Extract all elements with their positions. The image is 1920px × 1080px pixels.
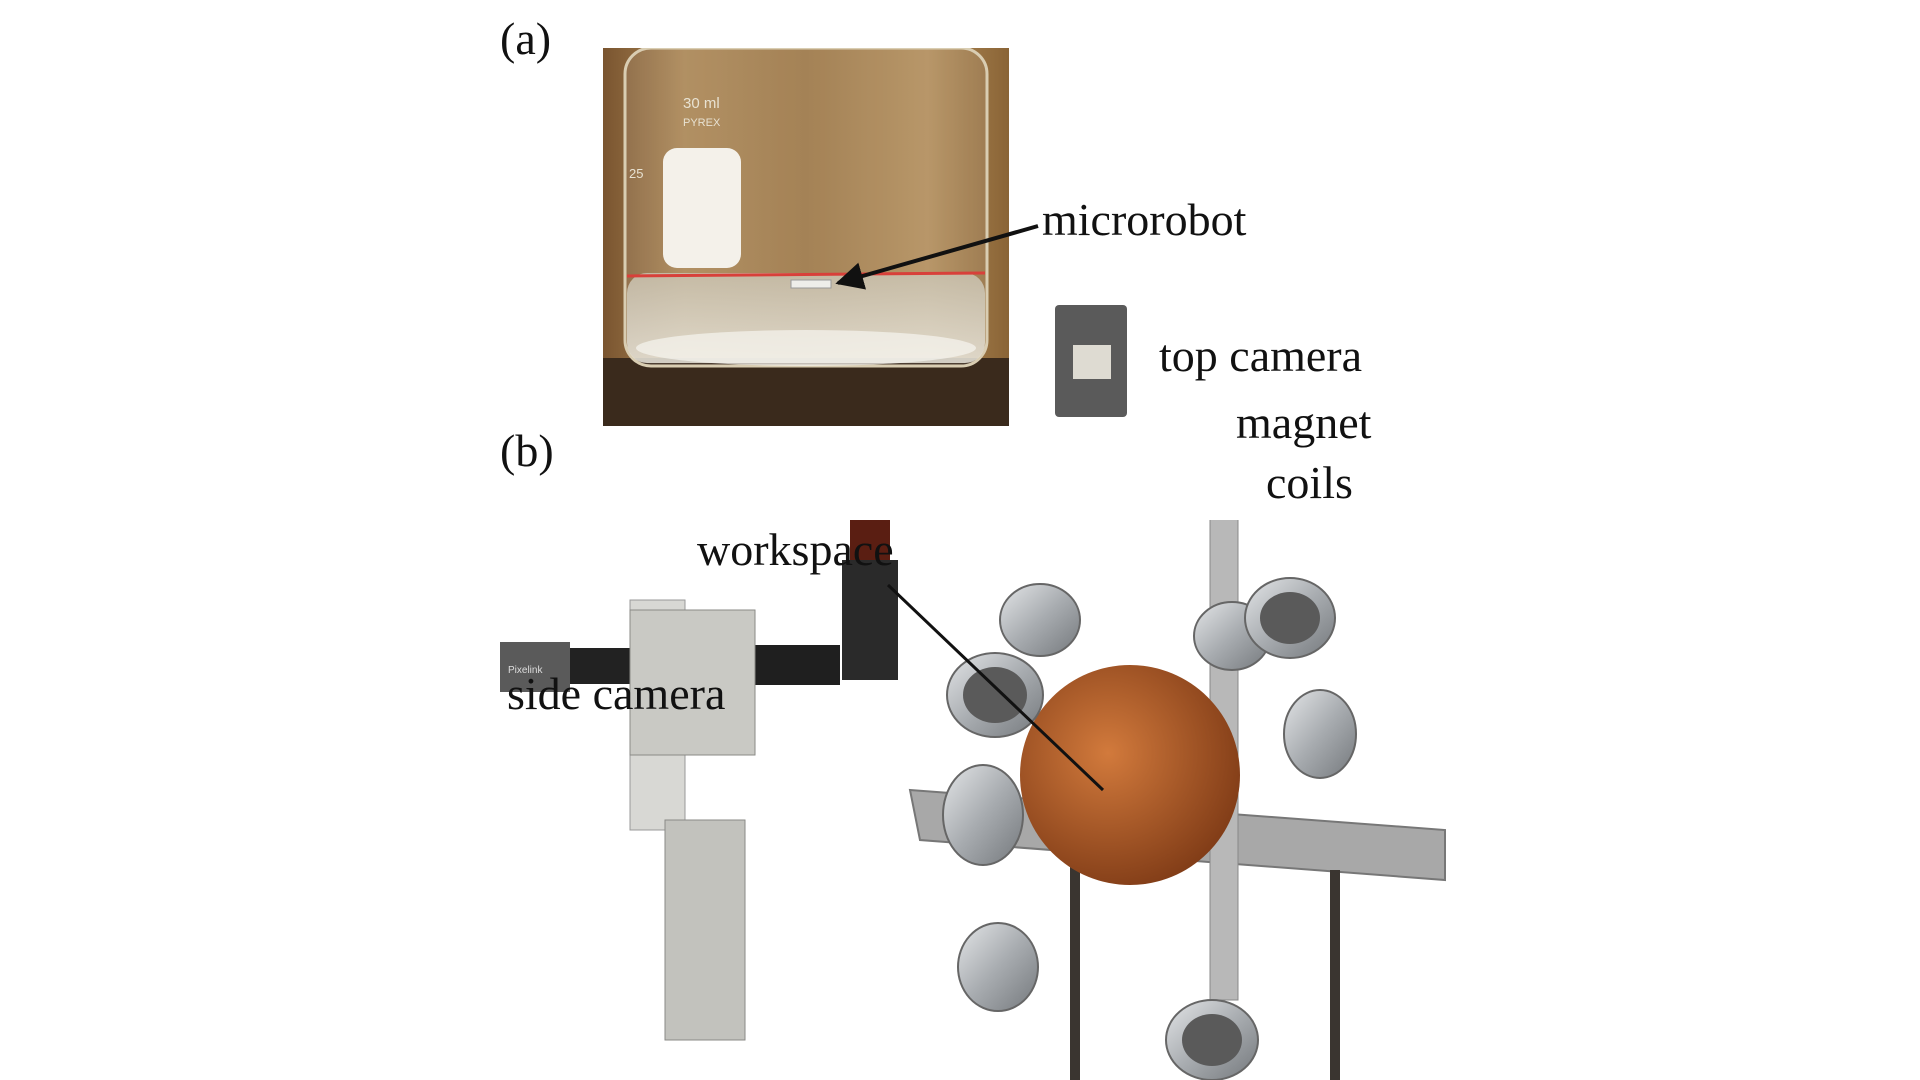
workspace-label: workspace: [697, 524, 894, 575]
beaker-brand-mark: PYREX: [683, 117, 721, 129]
microrobot-shape: [790, 279, 832, 289]
beaker-grad-mark: 25: [629, 166, 643, 181]
workspace-pointer: [886, 583, 1105, 792]
side-camera-body: [500, 642, 570, 692]
panel-a-label: (a): [500, 13, 552, 64]
top-camera-label: top camera: [1159, 330, 1363, 381]
magnet-coils-label-line1: magnet: [1236, 397, 1372, 448]
side-camera-brand: Pixelink: [508, 665, 543, 676]
microrobot-arrow: [835, 224, 1039, 290]
microrobot-label: microrobot: [1042, 194, 1247, 245]
apparatus-photo: Pixelink: [490, 520, 1450, 1080]
panel-b-label: (b): [500, 425, 554, 476]
beaker-photo: 30 ml PYREX 25: [603, 48, 1009, 426]
beaker-volume-mark: 30 ml: [683, 95, 720, 112]
side-camera-label: side camera: [507, 668, 726, 719]
magnet-coils-label-line2: coils: [1266, 457, 1353, 508]
top-camera: [1055, 305, 1127, 417]
